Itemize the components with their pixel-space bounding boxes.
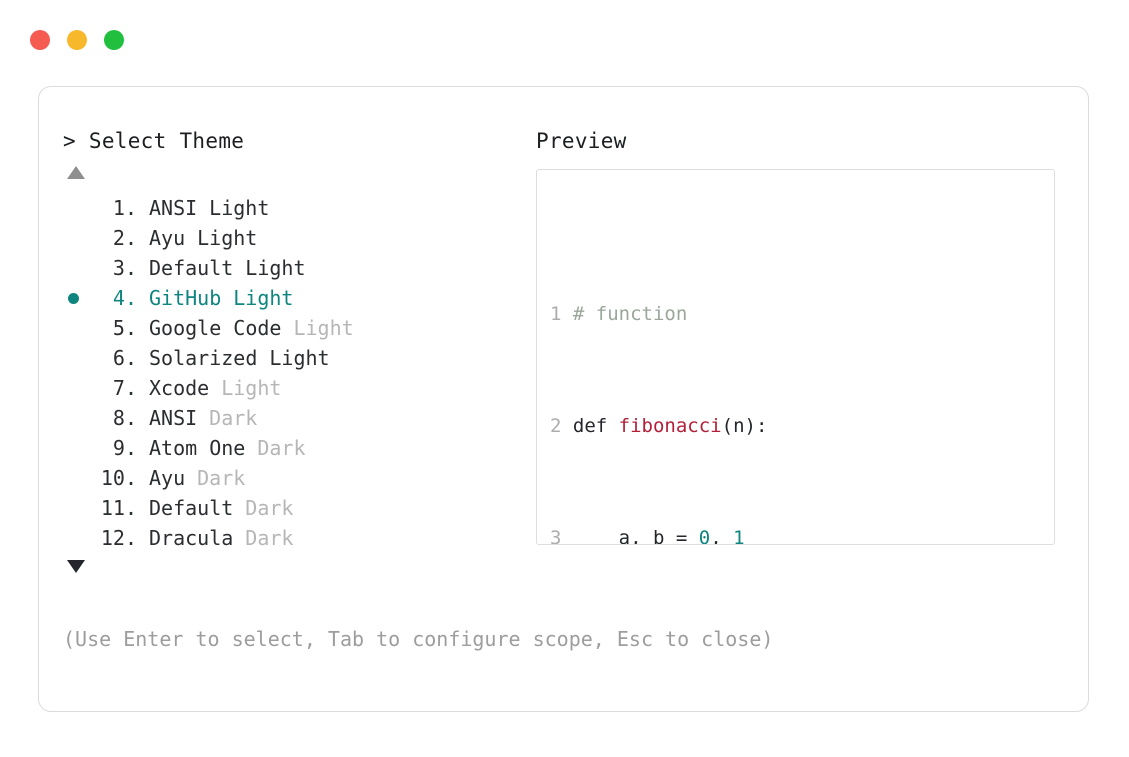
code-comment: # function — [561, 303, 687, 325]
theme-list-item[interactable]: 9. Atom One Dark — [63, 433, 533, 463]
theme-item-variant: Light — [293, 316, 354, 340]
theme-item-number: 6. — [100, 346, 137, 370]
line-number: 2 — [550, 415, 562, 437]
selected-bullet-icon — [68, 292, 79, 304]
theme-list-item[interactable]: 7. Xcode Light — [63, 373, 533, 403]
theme-item-number: 11. — [100, 496, 137, 520]
theme-item-number: 10. — [100, 466, 137, 490]
code-keyword — [561, 415, 572, 437]
code-text: (n): — [721, 415, 768, 437]
selection-bullet-slot — [63, 193, 91, 223]
theme-list-item[interactable]: 10. Ayu Dark — [63, 463, 533, 493]
card-body: > Select Theme 1. ANSI Light 2. Ayu Ligh… — [39, 87, 1088, 711]
theme-item-variant: Light — [245, 256, 306, 280]
theme-item-name: Ayu — [149, 466, 186, 490]
theme-item-number: 2. — [100, 226, 137, 250]
code-text: a, b = — [572, 527, 699, 545]
theme-item-number: 3. — [100, 256, 137, 280]
theme-item-name: Solarized — [149, 346, 258, 370]
theme-item-number: 8. — [100, 406, 137, 430]
theme-item-name: Default — [149, 256, 234, 280]
keyboard-hint: (Use Enter to select, Tab to configure s… — [63, 627, 774, 651]
theme-list-item[interactable]: 11. Default Dark — [63, 493, 533, 523]
preview-code-box: 1 # function 2 def fibonacci(n): 3 a, b … — [536, 169, 1055, 545]
preview-panel: Preview 1 # function 2 def fibonacci(n):… — [536, 131, 1066, 545]
theme-list-item[interactable]: 2. Ayu Light — [63, 223, 533, 253]
selection-bullet-slot — [63, 253, 91, 283]
code-line: 1 # function — [550, 300, 1054, 328]
theme-list-item[interactable]: 6. Solarized Light — [63, 343, 533, 373]
line-number: 1 — [550, 303, 562, 325]
theme-item-variant: Light — [221, 376, 282, 400]
theme-item-name: Xcode — [149, 376, 210, 400]
theme-item-number: 1. — [100, 196, 137, 220]
theme-item-number: 7. — [100, 376, 137, 400]
selection-bullet-slot — [63, 433, 91, 463]
theme-item-name: GitHub — [149, 286, 222, 310]
code-number: 0 — [698, 527, 711, 545]
theme-item-variant: Light — [269, 346, 330, 370]
theme-item-name: Default — [149, 496, 234, 520]
selection-bullet-slot — [63, 523, 91, 553]
line-number: 3 — [550, 527, 562, 545]
triangle-up-icon[interactable] — [67, 166, 85, 179]
code-line: 2 def fibonacci(n): — [550, 412, 1054, 440]
theme-list-item-selected[interactable]: 4. GitHub Light — [63, 283, 533, 313]
theme-item-name: Dracula — [149, 526, 234, 550]
code-keyword: def — [572, 415, 619, 437]
theme-item-variant: Light — [197, 226, 258, 250]
close-dot[interactable] — [30, 30, 50, 50]
theme-item-number: 12. — [100, 526, 137, 550]
theme-list[interactable]: 1. ANSI Light 2. Ayu Light 3. Default Li… — [63, 193, 533, 553]
theme-item-variant: Dark — [245, 526, 294, 550]
selection-bullet-slot — [63, 373, 91, 403]
selection-bullet-slot — [63, 283, 91, 313]
theme-list-item[interactable]: 5. Google Code Light — [63, 313, 533, 343]
selection-bullet-slot — [63, 343, 91, 373]
theme-item-number: 4. — [100, 286, 137, 310]
selection-bullet-slot — [63, 223, 91, 253]
theme-selector-panel: > Select Theme 1. ANSI Light 2. Ayu Ligh… — [63, 131, 533, 573]
selection-bullet-slot — [63, 313, 91, 343]
theme-list-item[interactable]: 1. ANSI Light — [63, 193, 533, 223]
selection-bullet-slot — [63, 463, 91, 493]
theme-item-name: Ayu — [149, 226, 186, 250]
code-text — [561, 527, 572, 544]
theme-item-variant: Dark — [257, 436, 306, 460]
theme-list-item[interactable]: 8. ANSI Dark — [63, 403, 533, 433]
theme-item-name: Atom One — [149, 436, 246, 460]
minimize-dot[interactable] — [67, 30, 87, 50]
code-block: 1 # function 2 def fibonacci(n): 3 a, b … — [550, 216, 1054, 545]
preview-title: Preview — [536, 129, 627, 153]
selection-bullet-slot — [63, 493, 91, 523]
code-function-name: fibonacci — [618, 415, 722, 437]
select-theme-prompt: > Select Theme — [63, 129, 245, 153]
theme-list-item[interactable]: 3. Default Light — [63, 253, 533, 283]
theme-item-number: 9. — [100, 436, 137, 460]
window-titlebar — [30, 30, 124, 50]
code-number: 1 — [733, 527, 745, 545]
theme-list-item[interactable]: 12. Dracula Dark — [63, 523, 533, 553]
theme-item-variant: Dark — [197, 466, 246, 490]
theme-item-number: 5. — [100, 316, 137, 340]
theme-item-name: ANSI — [149, 406, 198, 430]
theme-item-variant: Dark — [245, 496, 294, 520]
code-text: , — [710, 527, 734, 545]
theme-picker-card: > Select Theme 1. ANSI Light 2. Ayu Ligh… — [38, 86, 1089, 712]
theme-item-variant: Light — [233, 286, 294, 310]
theme-item-name: ANSI — [149, 196, 198, 220]
code-line: 3 a, b = 0, 1 — [550, 524, 1054, 545]
maximize-dot[interactable] — [104, 30, 124, 50]
selection-bullet-slot — [63, 403, 91, 433]
comment-text: # function — [572, 303, 688, 325]
theme-item-variant: Dark — [209, 406, 258, 430]
triangle-down-icon[interactable] — [67, 560, 85, 573]
theme-item-name: Google Code — [149, 316, 282, 340]
theme-item-variant: Light — [209, 196, 270, 220]
